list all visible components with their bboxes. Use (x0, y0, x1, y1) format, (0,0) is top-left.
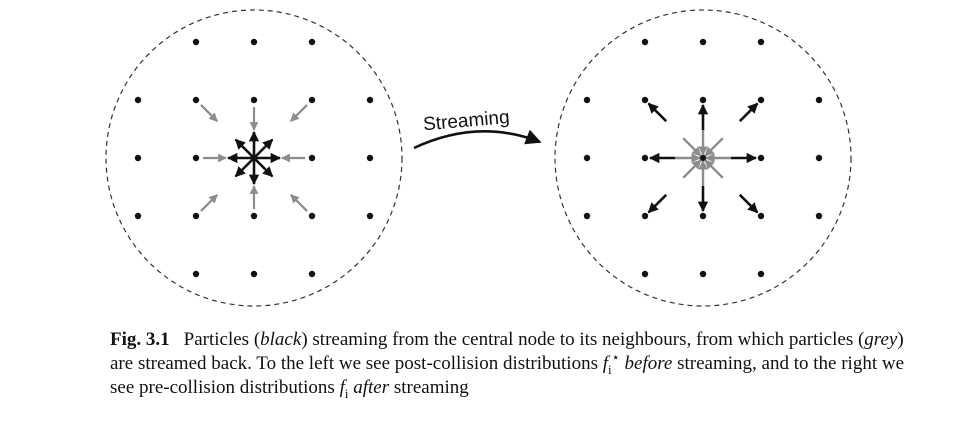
caption-f-star-sup: ⋆ (611, 349, 620, 365)
caption-label: Fig. 3.1 (110, 329, 170, 350)
left-lattice-node (308, 270, 316, 278)
right-lattice-node (699, 96, 707, 104)
right-lattice-node (757, 38, 765, 46)
left-grey-arrow-nw (200, 104, 218, 122)
left-black-arrow-se (254, 158, 274, 178)
right-lattice-node (699, 38, 707, 46)
right-lattice-node (583, 96, 591, 104)
left-lattice-node (366, 96, 374, 104)
right-lattice-node (641, 38, 649, 46)
right-lattice-node (815, 212, 823, 220)
caption-black: black (260, 329, 302, 350)
left-lattice-node (250, 270, 258, 278)
left-lattice-node (192, 154, 200, 162)
right-black-arrow-ne (738, 102, 759, 123)
left-lattice-node (250, 212, 258, 220)
left-lattice-node (192, 96, 200, 104)
right-arrows (647, 102, 759, 214)
caption-f: f (339, 377, 345, 398)
left-black-arrow-nw (234, 138, 254, 158)
right-boundary-circle (554, 9, 852, 307)
left-lattice-node (134, 96, 142, 104)
right-grey-arrow-ne (704, 137, 724, 157)
right-lattice-node (583, 154, 591, 162)
caption-before: before (624, 353, 673, 374)
right-lattice-node (699, 212, 707, 220)
caption-f-sub: i (344, 385, 349, 401)
right-lattice-node (641, 270, 649, 278)
figure-caption: Fig. 3.1 Particles (black) streaming from… (110, 328, 930, 400)
right-lattice-node (757, 212, 765, 220)
caption-text-3: ) are streamed back. To the left we see … (110, 329, 904, 374)
right-lattice-node (641, 96, 649, 104)
left-arrows (200, 104, 308, 212)
caption-text-5: streaming (389, 377, 469, 398)
left-lattice-node (308, 212, 316, 220)
left-boundary-circle (105, 9, 403, 307)
right-lattice-node (641, 154, 649, 162)
left-lattice-node (308, 154, 316, 162)
right-center-node (700, 155, 706, 161)
left-grey-arrow-se (290, 194, 308, 212)
left-black-arrow-ne (254, 138, 274, 158)
right-grey-arrow-sw (682, 159, 702, 179)
left-lattice-node (366, 154, 374, 162)
right-lattice-node (757, 154, 765, 162)
right-grey-arrow-nw (682, 137, 702, 157)
caption-text-2: ) streaming from the central node to its… (301, 329, 865, 350)
right-lattice-panel (554, 9, 852, 307)
left-lattice-node (366, 212, 374, 220)
right-grey-arrow-se (704, 159, 724, 179)
right-lattice-node (641, 212, 649, 220)
right-lattice-node (757, 96, 765, 104)
right-lattice-node (757, 270, 765, 278)
right-lattice-node (583, 212, 591, 220)
right-lattice-node (815, 154, 823, 162)
right-black-arrow-nw (647, 102, 668, 123)
lattice-streaming-diagram: Streaming (105, 9, 852, 307)
left-lattice-node (308, 38, 316, 46)
streaming-arrow (413, 129, 542, 150)
right-lattice-node (699, 270, 707, 278)
left-lattice-node (308, 96, 316, 104)
caption-grey: grey (864, 329, 898, 350)
caption-f-star-sub: i (608, 361, 612, 377)
streaming-transition: Streaming (413, 107, 542, 150)
left-lattice-node (134, 212, 142, 220)
right-lattice-node (815, 96, 823, 104)
left-lattice-node (192, 270, 200, 278)
caption-f-star: f (602, 353, 609, 374)
left-grey-arrow-ne (290, 104, 308, 122)
left-lattice-node (192, 212, 200, 220)
left-black-arrow-sw (234, 158, 254, 178)
left-lattice-node (134, 154, 142, 162)
left-grey-arrow-sw (200, 194, 218, 212)
left-lattice-node (192, 38, 200, 46)
caption-after: after (353, 377, 390, 398)
caption-text-4: streaming, and to the right we see pre-c… (110, 353, 905, 398)
left-lattice-node (250, 96, 258, 104)
left-lattice-panel (105, 9, 403, 307)
left-lattice-nodes (134, 38, 374, 278)
right-black-arrow-sw (647, 193, 668, 214)
right-black-arrow-se (738, 193, 759, 214)
caption-text-1: Particles ( (183, 329, 261, 350)
left-lattice-node (250, 38, 258, 46)
